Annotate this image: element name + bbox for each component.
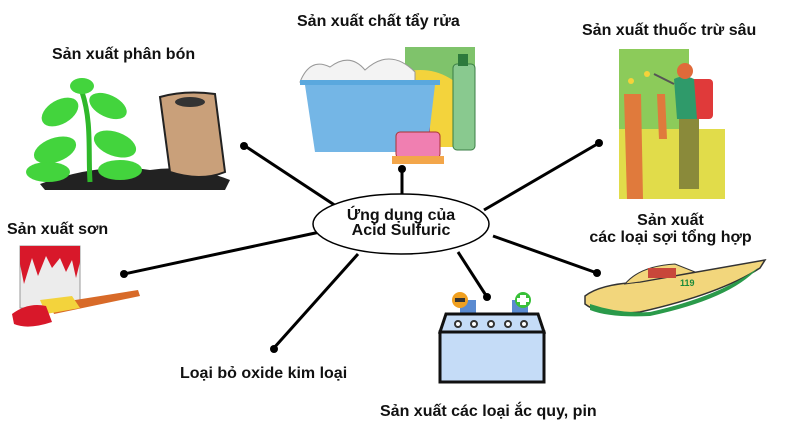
connector-fertilizer	[244, 144, 337, 208]
connector-synthetic-fiber	[492, 234, 598, 275]
label-fertilizer: Sản xuất phân bón	[52, 46, 196, 63]
label-synthetic-fiber-line1: Sản xuất	[637, 212, 704, 229]
label-oxide-removal: Loại bỏ oxide kim loại	[180, 365, 348, 382]
label-battery: Sản xuất các loại ắc quy, pin	[380, 403, 597, 420]
detergent-basin-icon	[299, 47, 476, 164]
connector-dot	[240, 142, 248, 150]
label-synthetic-fiber: Sản xuất các loại sợi tổng hợp	[583, 212, 758, 246]
paint-can-icon	[12, 245, 140, 327]
speedboat-icon: 119	[584, 258, 767, 317]
center-node-label: Ứng dụng của Acid Sulfuric	[318, 207, 484, 239]
svg-text:119: 119	[680, 278, 695, 288]
connector-battery	[456, 251, 489, 298]
battery-icon	[437, 292, 547, 384]
label-pesticide: Sản xuất thuốc trừ sâu	[582, 22, 757, 39]
center-title-line1: Ứng dụng của	[346, 207, 456, 224]
label-paint: Sản xuất sơn	[7, 221, 109, 238]
connector-dot	[398, 165, 406, 173]
connector-dot	[483, 293, 491, 301]
connector-dot	[120, 270, 128, 278]
connector-oxide-removal	[271, 252, 360, 351]
connector-dot	[595, 139, 603, 147]
connector-dot	[593, 269, 601, 277]
center-node	[312, 193, 490, 255]
fertilizer-plant-icon	[26, 78, 230, 190]
connector-paint	[123, 230, 321, 276]
label-synthetic-fiber-line2: các loại sợi tổng hợp	[589, 229, 752, 246]
connector-pesticide	[483, 141, 600, 212]
center-title-line2: Acid Sulfuric	[351, 222, 451, 239]
label-detergent: Sản xuất chất tẩy rửa	[297, 13, 460, 30]
pesticide-sprayer-icon	[619, 49, 725, 199]
connector-dot	[270, 345, 278, 353]
